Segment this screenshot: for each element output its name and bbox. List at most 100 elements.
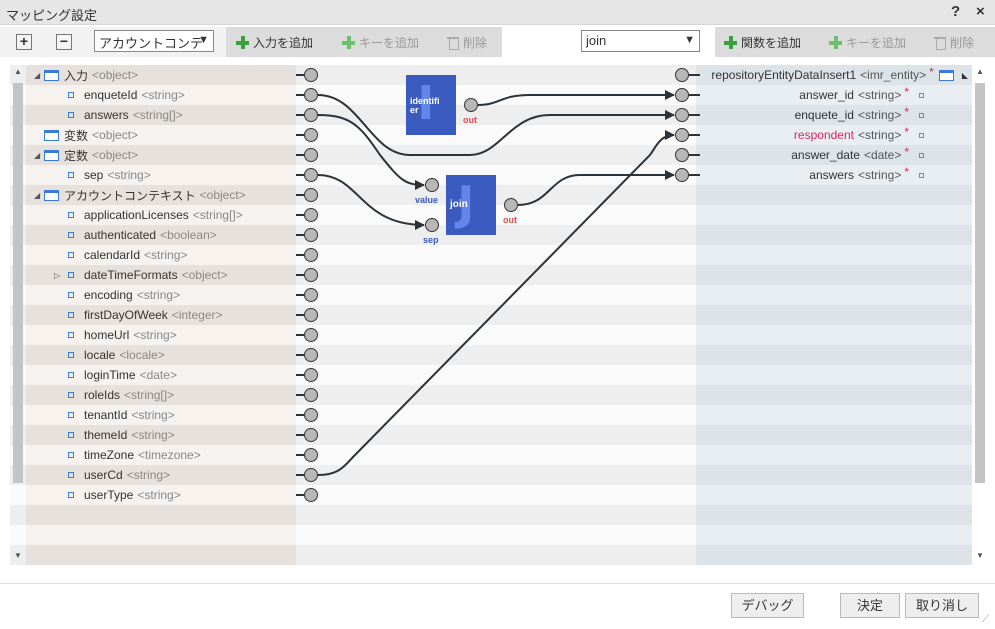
target-port[interactable] — [675, 108, 689, 122]
source-port[interactable] — [304, 88, 318, 102]
source-port[interactable] — [304, 388, 318, 402]
source-port[interactable] — [304, 488, 318, 502]
target-tree-item[interactable]: answer_date<date>* — [791, 145, 924, 165]
target-tree-item[interactable]: respondent<string>* — [794, 125, 924, 145]
cancel-button[interactable]: 取り消し — [905, 593, 979, 618]
target-port[interactable] — [675, 68, 689, 82]
delete-button-right[interactable]: 削除 — [934, 33, 974, 51]
add-key-button-right[interactable]: キーを追加 — [829, 33, 906, 51]
source-port[interactable] — [304, 408, 318, 422]
join-sep-port[interactable] — [425, 218, 439, 232]
field-checkbox-icon[interactable] — [919, 92, 924, 98]
target-port[interactable] — [675, 128, 689, 142]
source-tree-item[interactable]: firstDayOfWeek<integer> — [54, 305, 223, 325]
collapse-arrow-icon[interactable]: ◣ — [961, 70, 968, 80]
collapse-all-button[interactable]: − — [56, 34, 72, 50]
add-key-button-left[interactable]: キーを追加 — [342, 33, 419, 51]
source-tree-item[interactable]: userType<string> — [54, 485, 181, 505]
source-tree-item[interactable]: authenticated<boolean> — [54, 225, 217, 245]
source-tree-item[interactable]: enqueteId<string> — [54, 85, 185, 105]
scroll-thumb[interactable] — [975, 83, 985, 483]
source-tree-item[interactable]: ◢定数<object> — [34, 145, 138, 165]
target-tree-item[interactable]: enquete_id<string>* — [795, 105, 924, 125]
wire-sep-to-join-sep[interactable] — [317, 174, 425, 230]
source-tree-item[interactable]: ◢入力<object> — [34, 65, 138, 85]
target-tree-item[interactable]: answer_id<string>* — [799, 85, 924, 105]
collapse-arrow-icon[interactable]: ◢ — [34, 190, 41, 200]
scroll-down-icon[interactable]: ▼ — [14, 551, 22, 560]
source-port[interactable] — [304, 128, 318, 142]
scroll-down-icon[interactable]: ▼ — [976, 551, 984, 560]
source-port[interactable] — [304, 348, 318, 362]
source-tree-item[interactable]: ◢アカウントコンテキスト<object> — [34, 185, 246, 205]
field-checkbox-icon[interactable] — [919, 132, 924, 138]
source-tree-item[interactable]: userCd<string> — [54, 465, 170, 485]
resize-grip-icon[interactable]: ⟋ — [982, 614, 989, 625]
source-tree-item[interactable]: 変数<object> — [34, 125, 138, 145]
field-checkbox-icon[interactable] — [919, 152, 924, 158]
join-out-port[interactable] — [504, 198, 518, 212]
source-port[interactable] — [304, 228, 318, 242]
scroll-thumb[interactable] — [13, 83, 23, 483]
source-port[interactable] — [304, 288, 318, 302]
close-icon[interactable]: × — [976, 3, 985, 20]
source-port[interactable] — [304, 68, 318, 82]
source-tree-item[interactable]: applicationLicenses<string[]> — [54, 205, 243, 225]
source-port[interactable] — [304, 328, 318, 342]
source-tree-item[interactable]: encoding<string> — [54, 285, 180, 305]
wire-userCd-to-respondent[interactable] — [317, 130, 675, 476]
source-tree-item[interactable]: sep<string> — [54, 165, 151, 185]
source-tree-item[interactable]: answers<string[]> — [54, 105, 183, 125]
context-select[interactable]: アカウントコンテ ▼ — [94, 30, 214, 52]
wire-join-to-answers[interactable] — [517, 170, 675, 206]
add-input-button[interactable]: 入力を追加 — [236, 33, 313, 51]
target-port[interactable] — [675, 88, 689, 102]
source-tree-item[interactable]: roleIds<string[]> — [54, 385, 174, 405]
source-tree-item[interactable]: calendarId<string> — [54, 245, 187, 265]
field-checkbox-icon[interactable] — [919, 172, 924, 178]
identifier-out-port[interactable] — [464, 98, 478, 112]
source-port[interactable] — [304, 308, 318, 322]
source-port[interactable] — [304, 248, 318, 262]
field-checkbox-icon[interactable] — [919, 112, 924, 118]
debug-button[interactable]: デバッグ — [731, 593, 804, 618]
expand-arrow-icon[interactable]: ▷ — [54, 270, 61, 280]
expand-all-button[interactable]: + — [16, 34, 32, 50]
wire-identifier-to-answer_id[interactable] — [477, 90, 675, 106]
source-tree-item[interactable]: locale<locale> — [54, 345, 165, 365]
source-port[interactable] — [304, 148, 318, 162]
source-port[interactable] — [304, 108, 318, 122]
wire-enqueteId-to-enquete_id[interactable] — [317, 94, 675, 156]
target-port[interactable] — [675, 168, 689, 182]
source-port[interactable] — [304, 188, 318, 202]
source-tree-item[interactable]: ▷dateTimeFormats<object> — [54, 265, 228, 285]
scroll-up-icon[interactable]: ▲ — [14, 67, 22, 76]
ok-button[interactable]: 決定 — [840, 593, 900, 618]
source-port[interactable] — [304, 208, 318, 222]
target-tree-item[interactable]: repositoryEntityDataInsert1<imr_entity>*… — [711, 65, 968, 85]
wire-answers-to-join-value[interactable] — [317, 114, 425, 190]
add-function-button[interactable]: 関数を追加 — [724, 33, 801, 51]
left-scrollbar[interactable]: ▲ ▼ — [10, 65, 26, 565]
source-port[interactable] — [304, 268, 318, 282]
scroll-up-icon[interactable]: ▲ — [976, 67, 984, 76]
source-tree-item[interactable]: loginTime<date> — [54, 365, 177, 385]
join-value-port[interactable] — [425, 178, 439, 192]
collapse-arrow-icon[interactable]: ◢ — [34, 70, 41, 80]
source-tree-item[interactable]: timeZone<timezone> — [54, 445, 201, 465]
help-icon[interactable]: ? — [951, 3, 961, 20]
source-tree-item[interactable]: tenantId<string> — [54, 405, 175, 425]
source-tree-item[interactable]: themeId<string> — [54, 425, 175, 445]
function-select[interactable]: join ▼ — [581, 30, 700, 52]
source-port[interactable] — [304, 428, 318, 442]
target-tree-item[interactable]: answers<string>* — [809, 165, 924, 185]
collapse-arrow-icon[interactable]: ◢ — [34, 150, 41, 160]
target-port[interactable] — [675, 148, 689, 162]
source-port[interactable] — [304, 468, 318, 482]
source-tree-item[interactable]: homeUrl<string> — [54, 325, 177, 345]
source-port[interactable] — [304, 448, 318, 462]
source-port[interactable] — [304, 368, 318, 382]
right-scrollbar[interactable]: ▲ ▼ — [972, 65, 988, 565]
